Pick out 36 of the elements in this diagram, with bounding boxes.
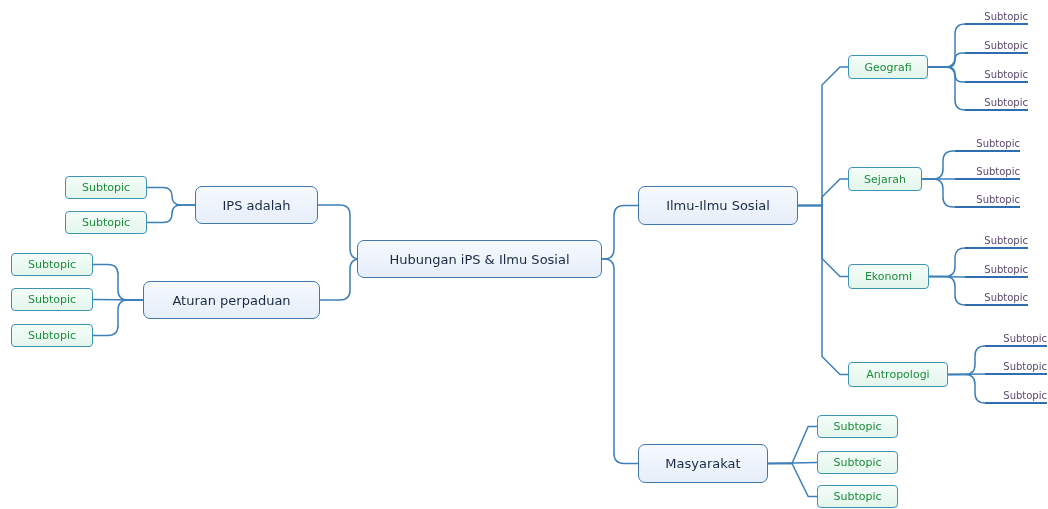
floating-subtopic: Subtopic xyxy=(985,329,1047,347)
connector-line xyxy=(767,462,818,498)
subtopic-box: Sejarah xyxy=(848,167,922,191)
connector-line xyxy=(797,204,849,376)
topic-box: Aturan perpaduan xyxy=(143,281,320,319)
subtopic-box: Subtopic xyxy=(11,253,93,276)
floating-subtopic: Subtopic xyxy=(965,37,1028,54)
floating-subtopic: Subtopic xyxy=(985,386,1047,404)
connector-line xyxy=(146,204,196,224)
floating-subtopic: Subtopic xyxy=(955,162,1020,180)
subtopic-box: Subtopic xyxy=(65,176,147,199)
floating-subtopic: Subtopic xyxy=(965,288,1028,306)
topic-box: Ilmu-Ilmu Sosial xyxy=(638,186,798,225)
connector-line xyxy=(927,66,966,111)
floating-subtopic: Subtopic xyxy=(965,94,1028,111)
subtopic-box: Subtopic xyxy=(817,415,898,438)
floating-subtopic: Subtopic xyxy=(955,190,1020,208)
subtopic-box: Subtopic xyxy=(817,451,898,474)
floating-subtopic: Subtopic xyxy=(965,231,1028,249)
floating-subtopic: Subtopic xyxy=(985,357,1047,375)
subtopic-box: Subtopic xyxy=(65,211,147,234)
floating-subtopic: Subtopic xyxy=(965,66,1028,83)
subtopic-box: Geografi xyxy=(848,55,928,79)
subtopic-box: Subtopic xyxy=(11,288,93,311)
topic-box: Masyarakat xyxy=(638,444,768,483)
connector-line xyxy=(601,258,639,465)
subtopic-box: Ekonomi xyxy=(848,264,929,289)
subtopic-box: Subtopic xyxy=(817,485,898,508)
topic-box: IPS adalah xyxy=(195,186,318,224)
floating-subtopic: Subtopic xyxy=(955,134,1020,152)
connector-line xyxy=(92,299,144,337)
subtopic-box: Subtopic xyxy=(11,324,93,347)
floating-subtopic: Subtopic xyxy=(965,260,1028,278)
subtopic-box: Antropologi xyxy=(848,362,948,387)
floating-subtopic: Subtopic xyxy=(965,8,1028,25)
topic-box: Hubungan iPS & Ilmu Sosial xyxy=(357,240,602,278)
